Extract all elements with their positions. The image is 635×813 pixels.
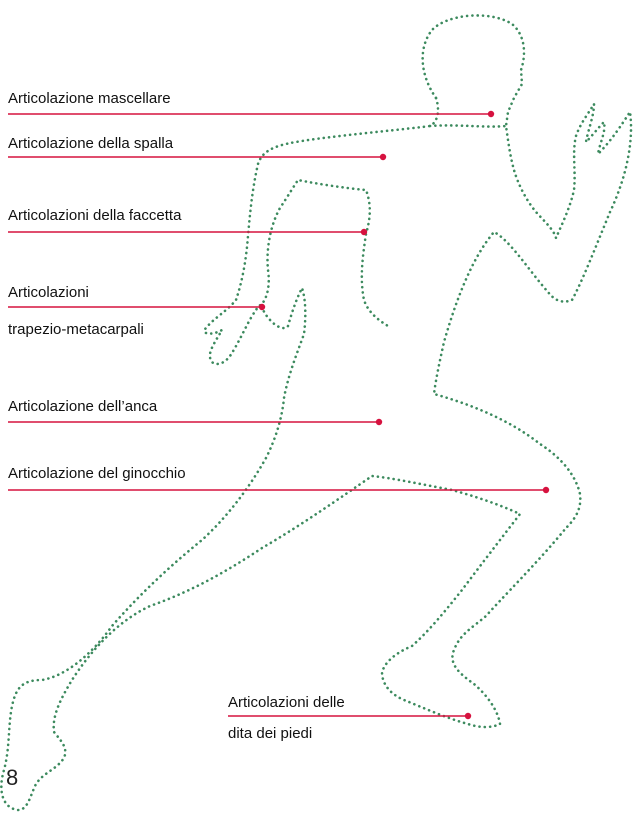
label-trapezio-line-1: Articolazioni — [8, 284, 89, 301]
leader-dots — [258, 110, 550, 720]
label-shoulder-joint: Articolazione della spalla — [8, 135, 174, 152]
label-jaw-joint: Articolazione mascellare — [8, 90, 171, 107]
arm-outline — [203, 96, 440, 366]
leader-dot-facet — [360, 228, 368, 236]
leader-dot-knee — [542, 486, 550, 494]
label-facet-joints: Articolazioni della faccetta — [8, 207, 182, 224]
leader-dot-hip — [375, 418, 383, 426]
label-toe-joints-line-2: dita dei piedi — [228, 725, 313, 742]
leader-dot-shoulder — [379, 153, 387, 161]
leader-dot-toes — [464, 712, 472, 720]
label-trapezio-line-2: trapezio-metacarpali — [8, 321, 144, 338]
runner-silhouette-outline — [0, 14, 633, 812]
leader-dot-jaw — [487, 110, 495, 118]
label-knee-joint: Articolazione del ginocchio — [8, 465, 186, 482]
leader-dot-trapezio — [258, 303, 266, 311]
leader-lines — [8, 113, 546, 717]
label-hip-joint: Articolazione dell’anca — [8, 398, 158, 415]
body-outline-main — [0, 14, 633, 812]
page-number: 8 — [6, 765, 19, 790]
chest-outline — [428, 124, 508, 128]
label-toe-joints-line-1: Articolazioni delle — [228, 694, 345, 711]
